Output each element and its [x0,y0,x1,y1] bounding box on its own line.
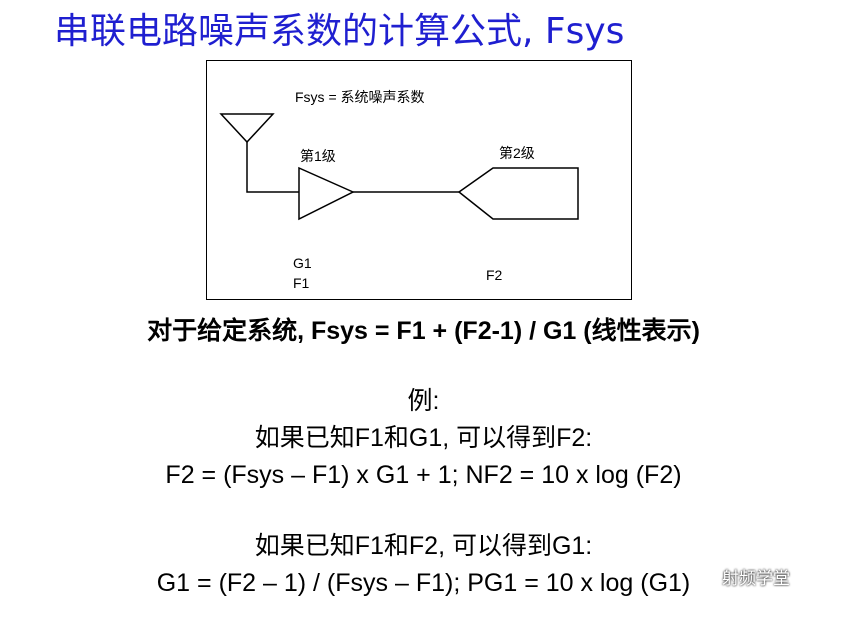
watermark: 射频学堂 [700,566,790,592]
example-line-3: 如果已知F1和F2, 可以得到G1: [254,532,593,560]
wechat-icon [700,571,719,586]
stage2-block-icon [457,167,579,220]
antenna-feed-line [246,142,299,193]
example-line-4: G1 = (F2 – 1) / (Fsys – F1); PG1 = 10 x … [156,569,691,597]
f1-label: F1 [293,275,310,291]
stage1-label: 第1级 [300,148,336,164]
circuit-drawing [219,113,579,221]
example-line-2: F2 = (Fsys – F1) x G1 + 1; NF2 = 10 x lo… [165,461,682,489]
watermark-text: 射频学堂 [722,569,790,589]
circuit-diagram: Fsys = 系统噪声系数 第1级 第2级 G1 F1 F2 [206,60,632,300]
stage1-amplifier-icon [298,166,355,221]
example-line-1: 如果已知F1和G1, 可以得到F2: [254,424,593,452]
page-title: 串联电路噪声系数的计算公式, Fsys [54,11,625,52]
stage2-label: 第2级 [499,145,535,161]
g1-label: G1 [293,255,312,271]
fsys-formula: 对于给定系统, Fsys = F1 + (F2-1) / G1 (线性表示) [147,317,700,345]
f2-label: F2 [486,267,503,283]
fsys-definition-label: Fsys = 系统噪声系数 [295,89,425,105]
antenna-icon [219,113,275,144]
example-heading: 例: [407,387,440,415]
